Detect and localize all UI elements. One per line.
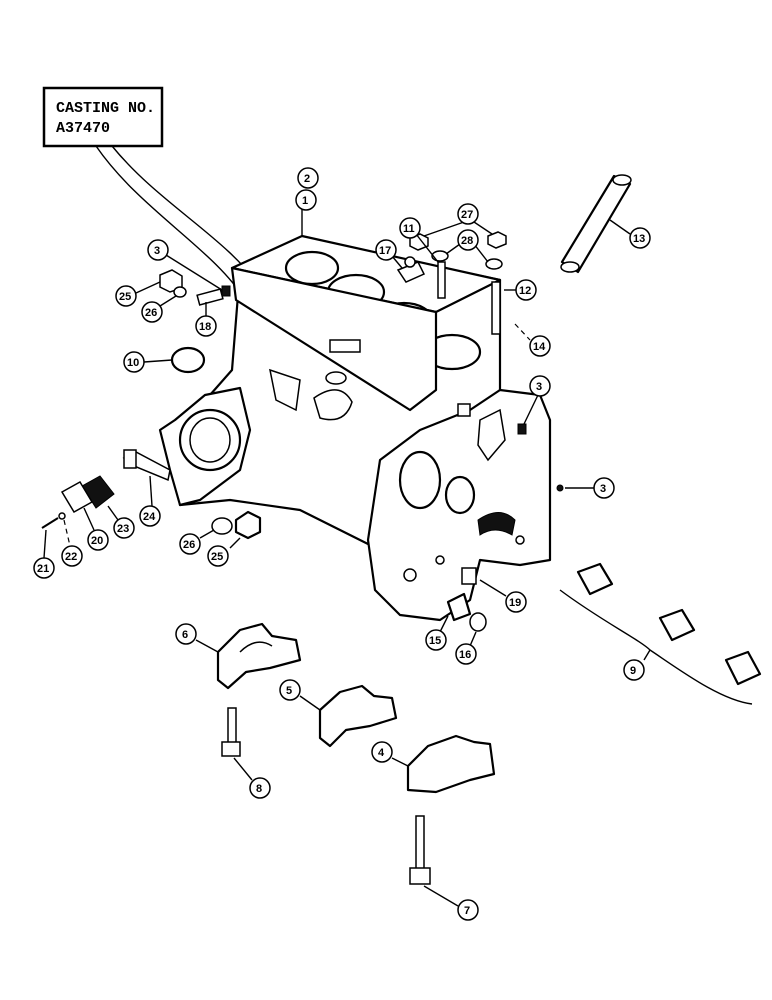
callout-19: 19: [509, 597, 521, 609]
callout-9: 9: [630, 665, 636, 677]
screw-21: [41, 517, 59, 529]
plug-10: [170, 346, 206, 374]
stud-11: [437, 261, 446, 299]
bearing-cap-6: [216, 622, 302, 690]
callout-2: 2: [304, 173, 310, 185]
washer-16: [469, 612, 487, 632]
bolt-18: [196, 288, 224, 306]
casting-note-line1: CASTING NO.: [56, 100, 155, 117]
callout-13: 13: [633, 233, 645, 245]
cylinder-block: [158, 234, 552, 622]
callout-16: 16: [459, 649, 471, 661]
bolt-7: [409, 815, 431, 885]
bearings-9: [559, 562, 762, 705]
plug-15: [446, 592, 472, 622]
callout-14: 14: [533, 341, 546, 353]
callout-26-top: 26: [145, 307, 157, 319]
gasket-20: [60, 480, 94, 514]
nut-25-bottom: [234, 510, 262, 540]
callout-17: 17: [379, 245, 391, 257]
callout-6: 6: [182, 629, 188, 641]
callout-18: 18: [199, 321, 211, 333]
callout-3-left: 3: [154, 245, 160, 257]
callout-24: 24: [143, 511, 156, 523]
casting-number-note: CASTING NO. A37470: [42, 86, 268, 371]
callout-1: 1: [302, 195, 308, 207]
cylinder-sleeve-13: [560, 174, 632, 274]
callout-28: 28: [461, 235, 473, 247]
callout-10: 10: [127, 357, 139, 369]
callout-7: 7: [464, 905, 470, 917]
callout-3-right: 3: [600, 483, 606, 495]
nuts-27: [409, 231, 507, 251]
washer-22: [58, 512, 66, 520]
callout-15: 15: [429, 635, 441, 647]
callout-20: 20: [91, 535, 103, 547]
callout-26-bottom: 26: [183, 539, 195, 551]
callout-8: 8: [256, 783, 262, 795]
bearing-cap-5: [318, 684, 398, 748]
callout-27: 27: [461, 209, 473, 221]
washer-26-top: [173, 286, 187, 298]
callout-23: 23: [117, 523, 129, 535]
bolt-24: [122, 449, 171, 482]
washer-26-bottom: [211, 517, 233, 535]
bearing-cap-4: [406, 734, 496, 794]
callout-21: 21: [37, 563, 49, 575]
casting-note-line2: A37470: [56, 120, 110, 137]
fitting-17: [396, 256, 426, 283]
bolt-8: [221, 707, 241, 757]
callout-12: 12: [519, 285, 531, 297]
callout-4: 4: [378, 747, 385, 759]
callout-11: 11: [403, 223, 415, 235]
callout-5: 5: [286, 685, 292, 697]
callout-3-right-top: 3: [536, 381, 542, 393]
callout-22: 22: [65, 551, 77, 563]
plug-19: [461, 567, 477, 585]
stud-12: [491, 281, 501, 335]
plugs-3: [221, 285, 564, 492]
callout-25-bottom: 25: [211, 551, 223, 563]
callouts: 2 1 3 3 3 4 5 6 7 8 9 10 11 12 13 14 15: [33, 167, 651, 921]
callout-25-top: 25: [119, 291, 131, 303]
